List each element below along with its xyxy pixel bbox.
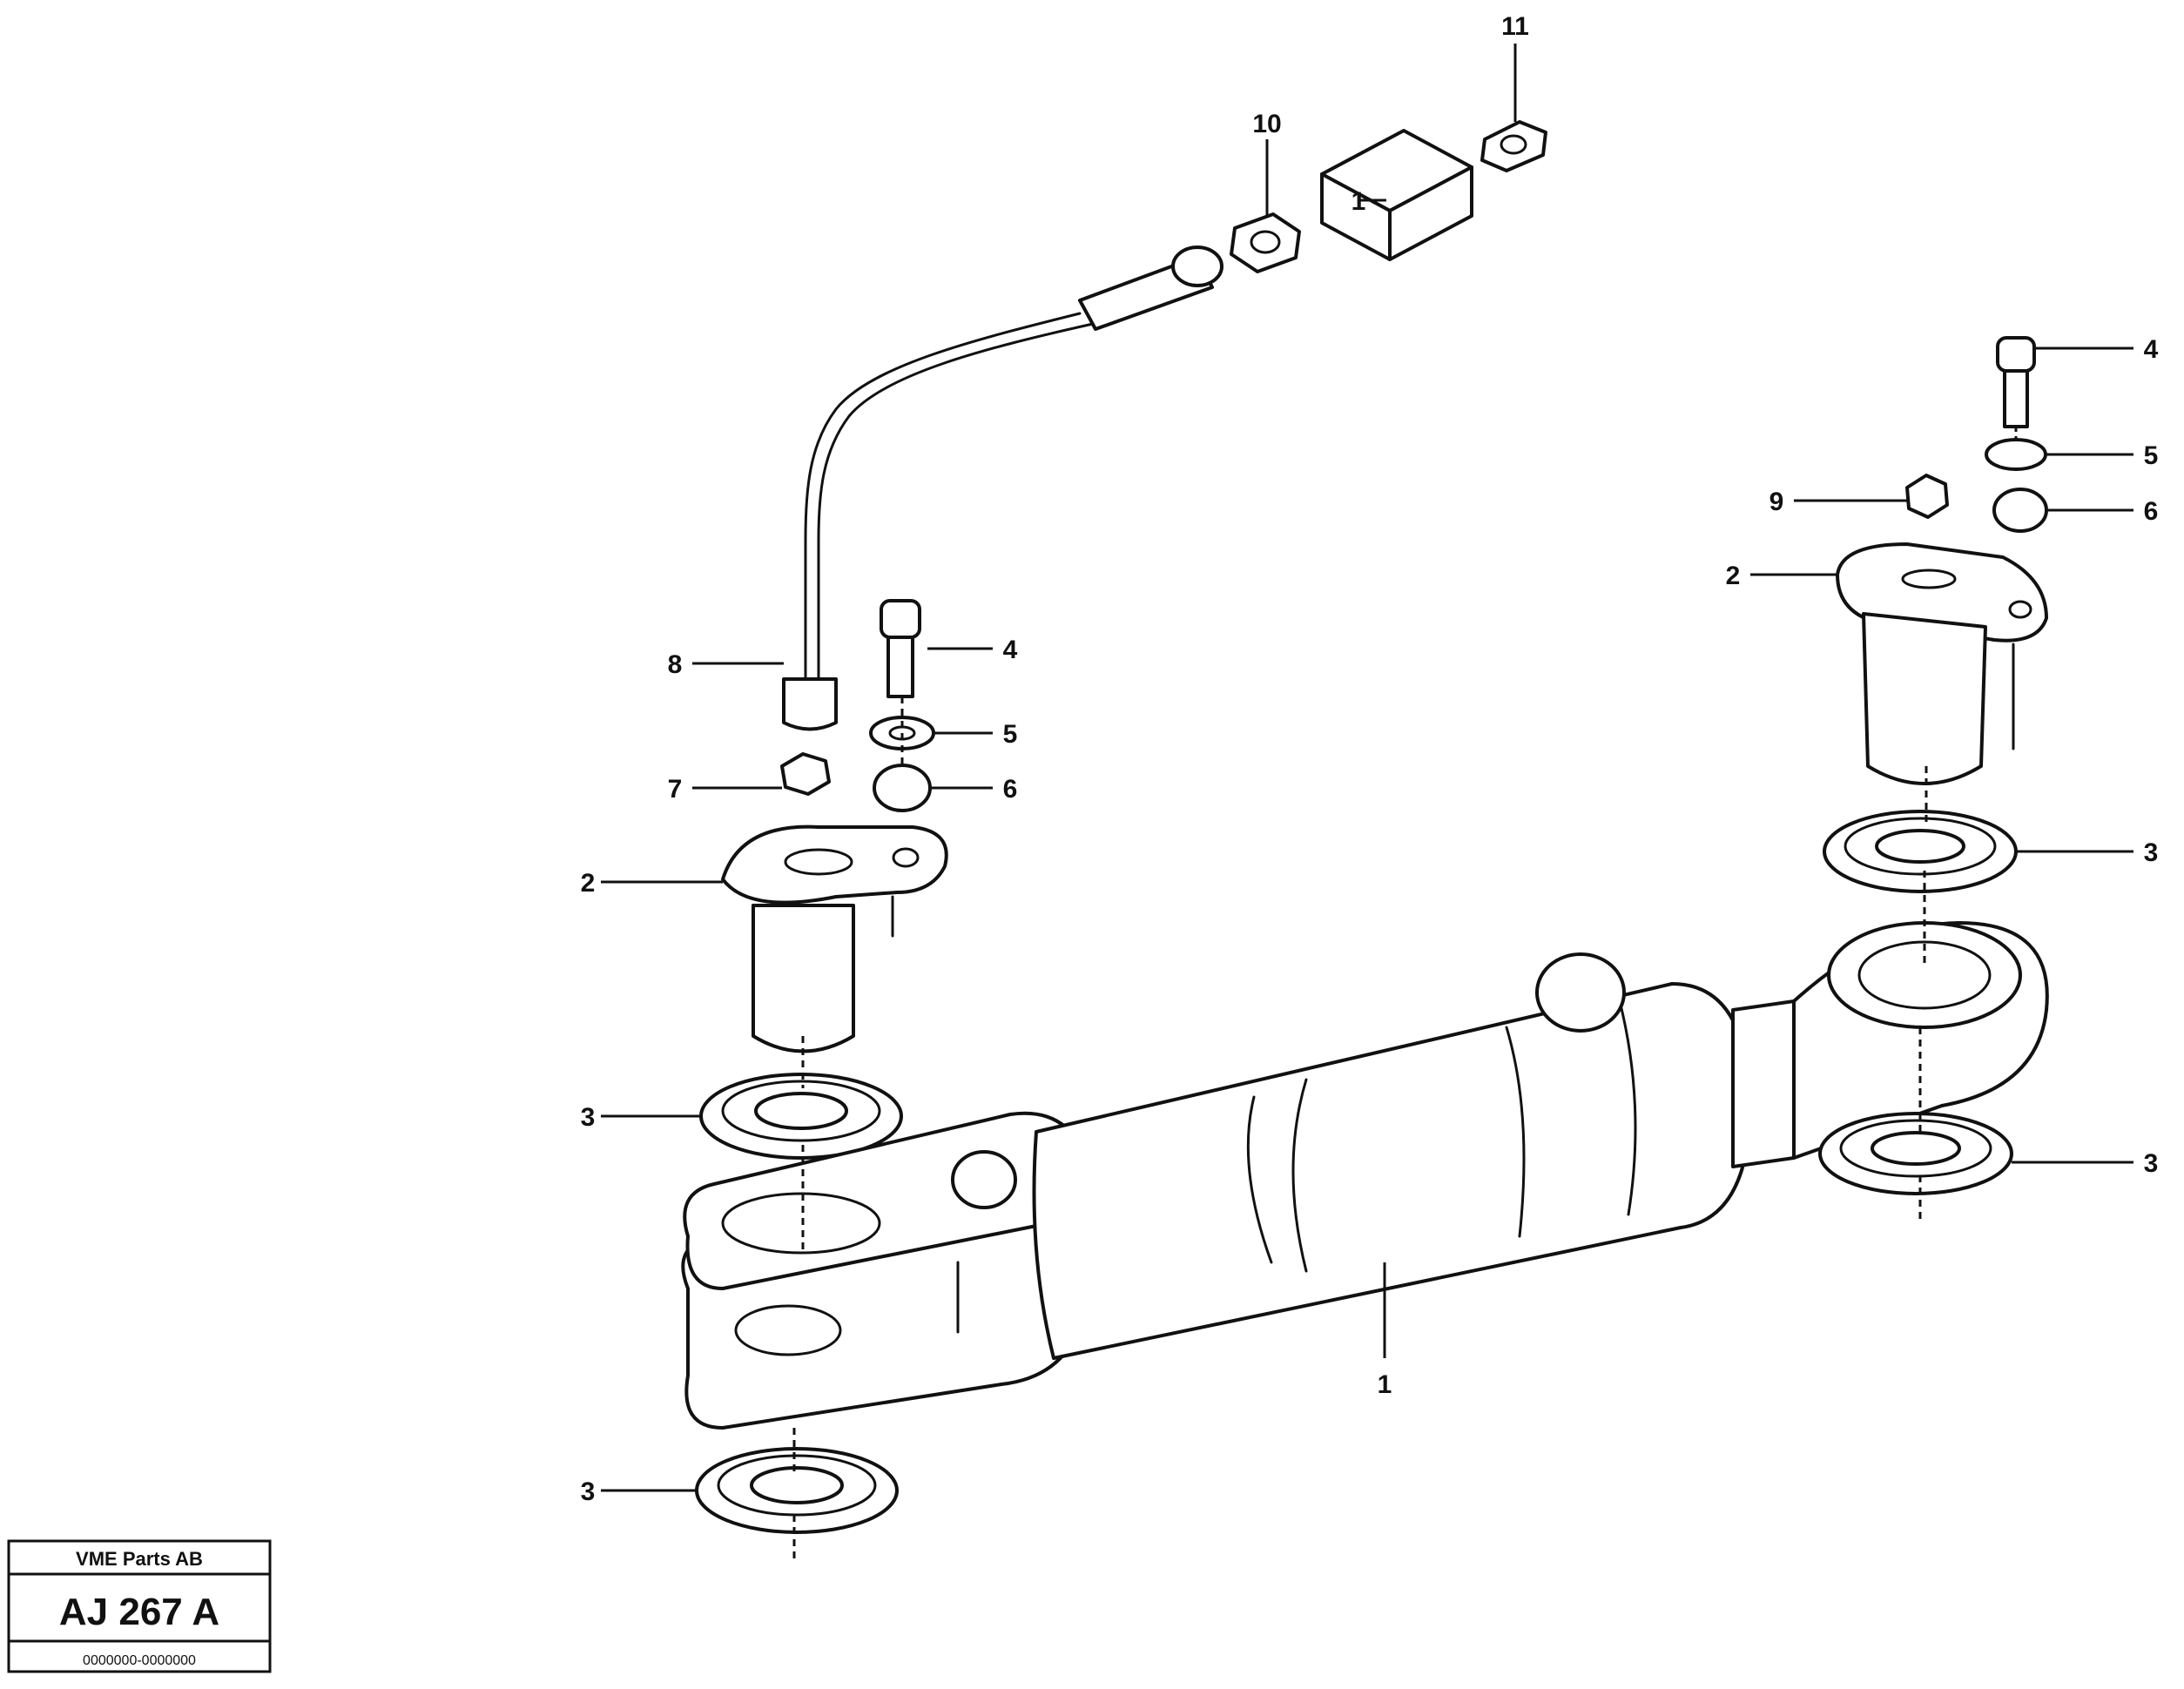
spacer-part-6-left bbox=[873, 764, 932, 812]
tag-drawing-code: AJ 267 A bbox=[59, 1591, 219, 1633]
bolt-part-4-left bbox=[880, 599, 921, 698]
callout-leaders bbox=[601, 44, 2133, 1492]
washer-part-5-right bbox=[1985, 438, 2047, 471]
bearing-part-3-right-bottom bbox=[1818, 1112, 2013, 1195]
callout-labels: 11 10 1 8 4 5 6 7 2 3 3 1 4 5 6 9 2 3 3 bbox=[581, 12, 2159, 1506]
callout-8-left: 8 bbox=[668, 650, 683, 679]
nut-part-11 bbox=[1480, 120, 1547, 172]
callout-7-left: 7 bbox=[668, 775, 683, 804]
sensor-plug-part-8 bbox=[782, 677, 838, 731]
drawing-reference-tag: VME Parts AB AJ 267 A 0000000-0000000 bbox=[7, 1539, 272, 1673]
bearing-part-3-left-top bbox=[699, 1073, 903, 1160]
left-pin-assembly bbox=[695, 599, 948, 1534]
sensor-cable-assembly bbox=[804, 120, 1547, 698]
tag-company-line: VME Parts AB bbox=[76, 1548, 203, 1570]
callout-10: 10 bbox=[1252, 110, 1281, 138]
callout-6-left: 6 bbox=[1003, 775, 1018, 804]
callout-4-right: 4 bbox=[2144, 335, 2159, 364]
callout-3-left-bottom: 3 bbox=[581, 1477, 596, 1506]
nut-part-9-right bbox=[1905, 474, 1949, 519]
assembly-centerlines bbox=[792, 427, 2018, 1558]
spacer-part-6-right bbox=[1992, 488, 2048, 533]
callout-9-right: 9 bbox=[1769, 488, 1784, 516]
bearing-part-3-left-bottom bbox=[695, 1447, 899, 1534]
nut-part-7 bbox=[780, 752, 831, 796]
callout-3-left-top: 3 bbox=[581, 1103, 596, 1132]
callout-11: 11 bbox=[1501, 12, 1529, 41]
cylinder-part-1 bbox=[681, 921, 2049, 1430]
callout-2-left: 2 bbox=[581, 869, 596, 898]
nut-part-10 bbox=[1230, 212, 1301, 273]
callout-3-right-top: 3 bbox=[2144, 838, 2159, 867]
callout-5-right: 5 bbox=[2144, 441, 2159, 470]
pin-plate-part-2-right bbox=[1836, 542, 2048, 785]
bolt-part-4-right bbox=[1996, 336, 2036, 428]
callout-1-sensor-box: 1 bbox=[1352, 187, 1366, 216]
callout-5-left: 5 bbox=[1003, 720, 1018, 749]
callout-2-right: 2 bbox=[1726, 562, 1741, 590]
callout-4-left: 4 bbox=[1003, 636, 1018, 664]
callout-3-right-bottom: 3 bbox=[2144, 1149, 2159, 1178]
bearing-part-3-right-top bbox=[1823, 810, 2018, 893]
pin-plate-part-2-left bbox=[721, 824, 948, 1053]
sensor-box-part-1 bbox=[1320, 129, 1473, 261]
callout-1-cylinder: 1 bbox=[1378, 1370, 1392, 1399]
callout-6-right: 6 bbox=[2144, 497, 2159, 526]
tag-footer-line: 0000000-0000000 bbox=[83, 1653, 196, 1668]
